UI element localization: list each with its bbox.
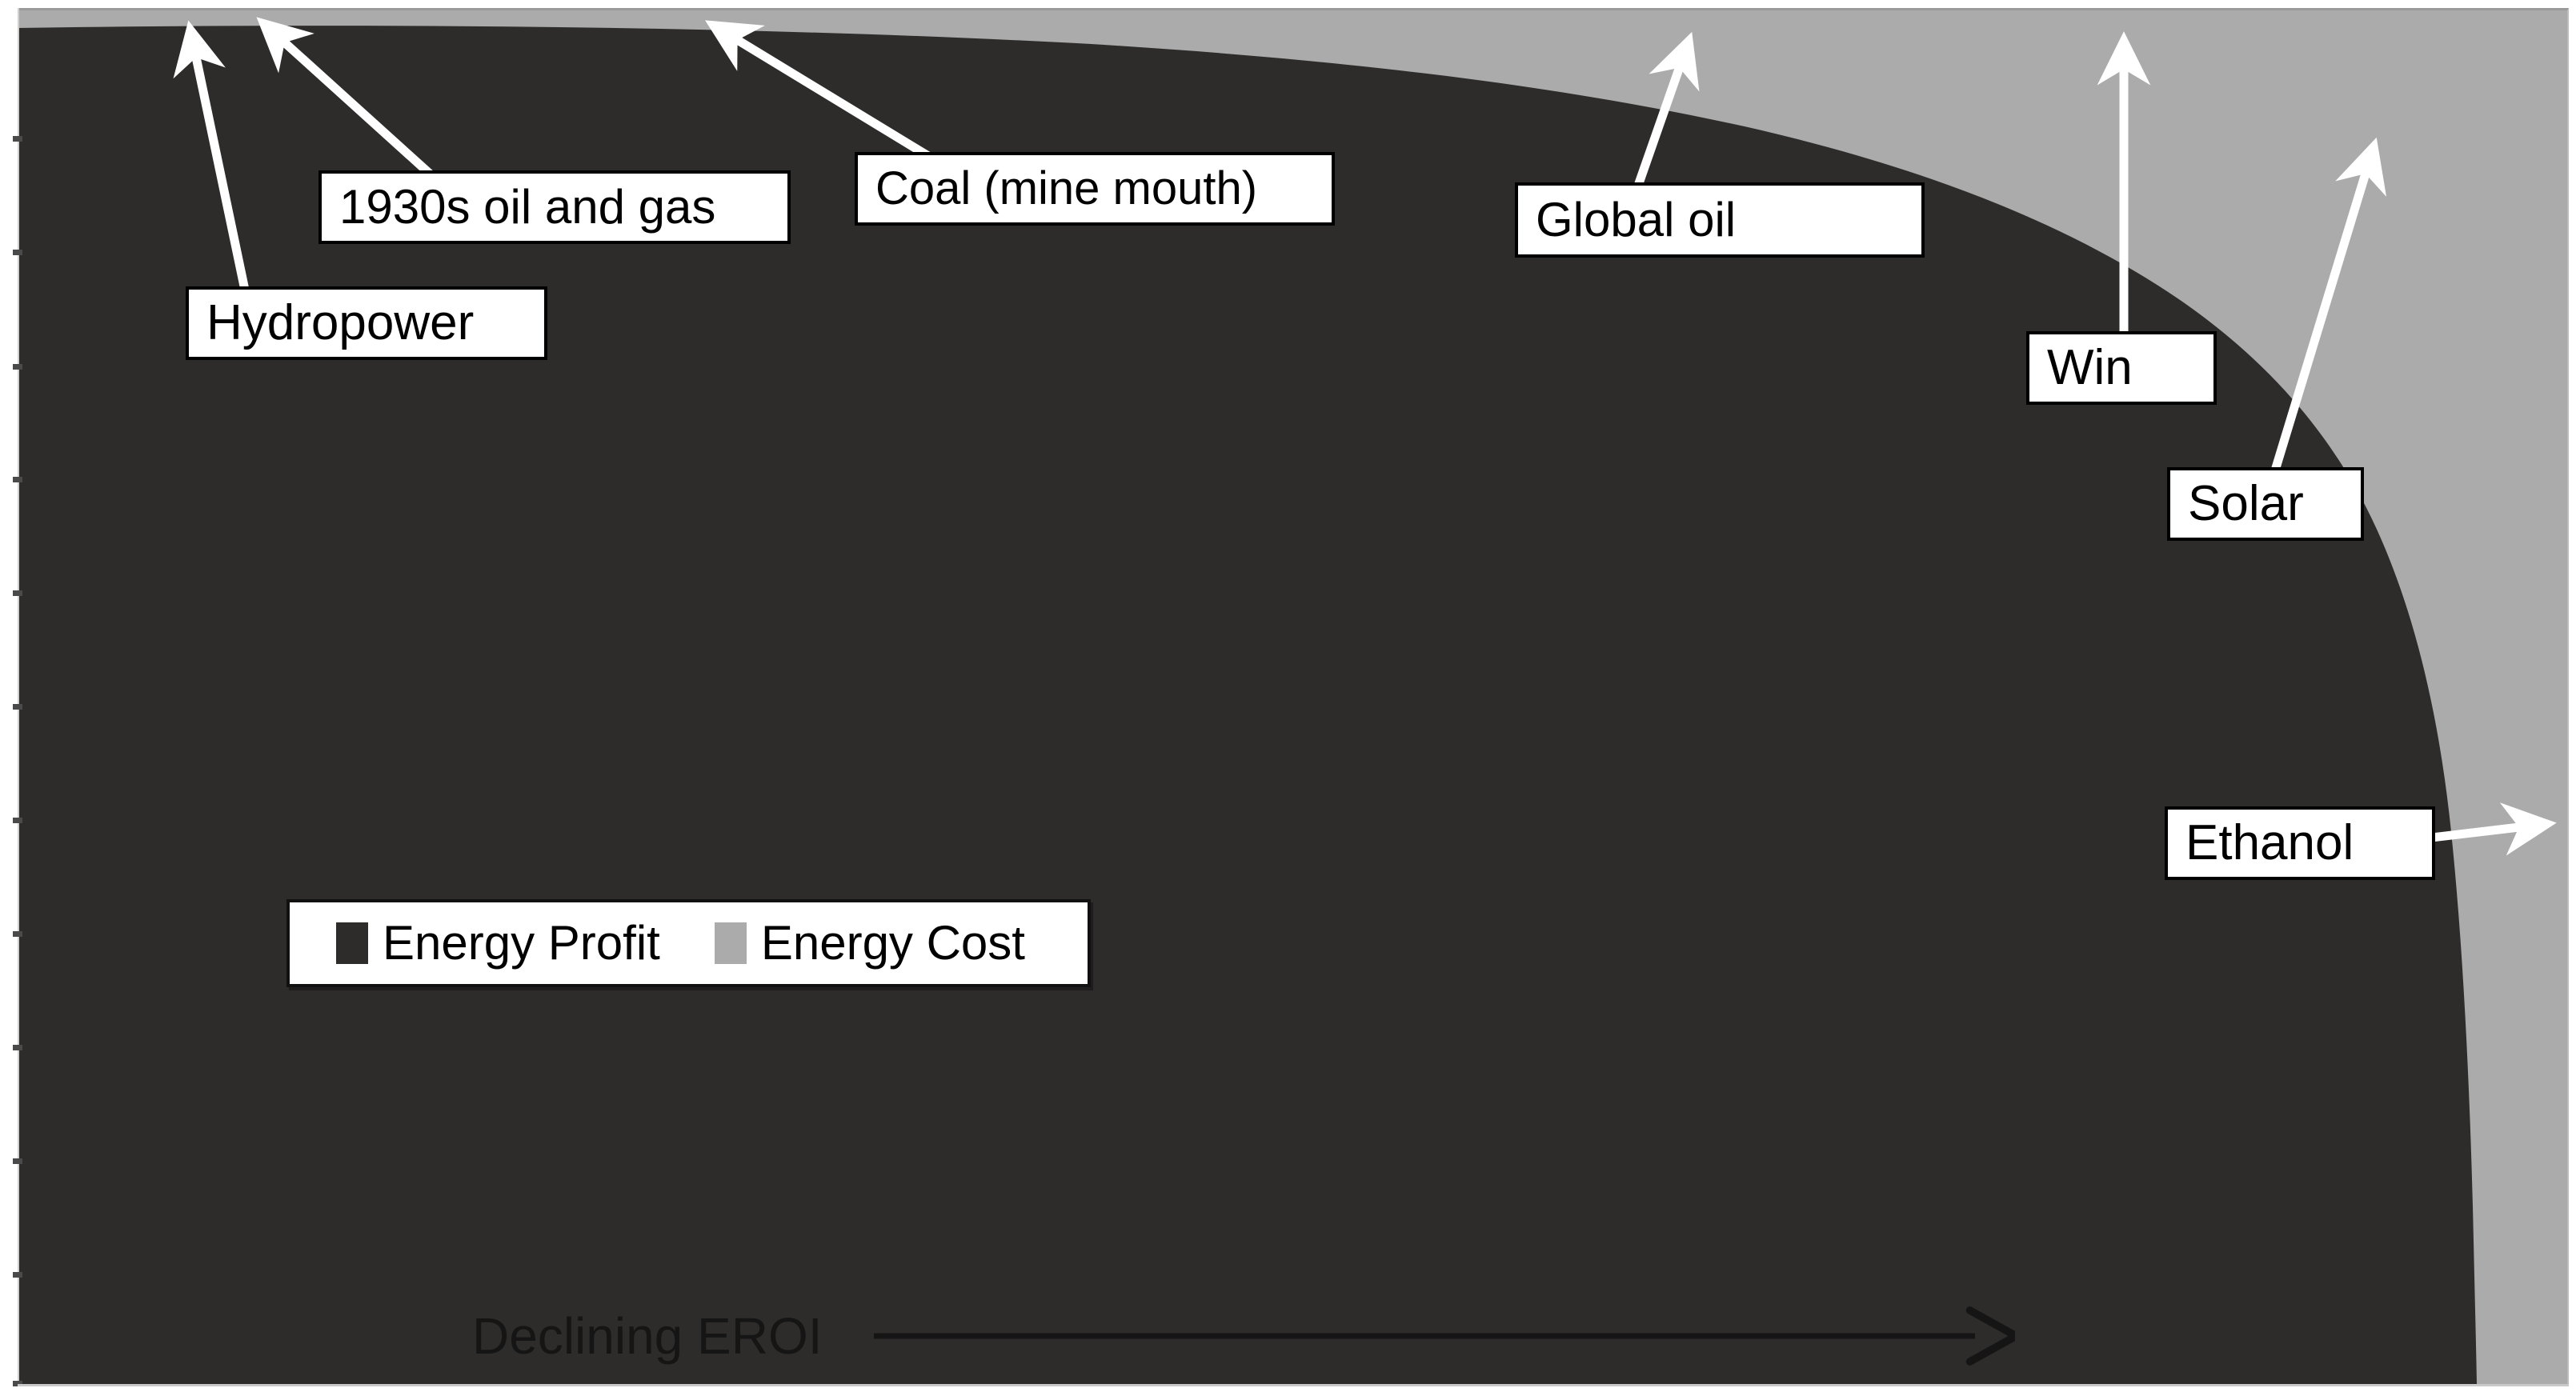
y-axis-tick: [13, 136, 22, 142]
energy-profit-area: [18, 26, 2478, 1386]
callout-coal-mine-mouth[interactable]: Coal (mine mouth): [855, 152, 1335, 226]
plot-area: [18, 8, 2569, 1386]
y-axis-line: [18, 8, 19, 1386]
y-axis-tick: [13, 250, 22, 255]
callout-wind-label: Win: [2047, 340, 2133, 395]
legend-swatch-energy-profit: [336, 922, 368, 964]
callout-global-oil[interactable]: Global oil: [1515, 182, 1925, 258]
callout-solar[interactable]: Solar: [2167, 467, 2364, 541]
callout-ethanol-label: Ethanol: [2185, 815, 2354, 870]
area-chart-svg: [18, 26, 2478, 1386]
y-axis-tick: [13, 590, 22, 596]
y-axis-tick: [13, 1158, 22, 1164]
callout-1930s-oil-and-gas[interactable]: 1930s oil and gas: [318, 170, 791, 244]
callout-1930s-oil-and-gas-label: 1930s oil and gas: [339, 180, 716, 234]
callout-ethanol[interactable]: Ethanol: [2165, 806, 2435, 880]
declining-eroi-annotation: Declining EROI: [472, 1304, 2015, 1368]
callout-hydropower[interactable]: Hydropower: [186, 286, 547, 360]
callout-wind[interactable]: Win: [2026, 331, 2217, 405]
legend-label-energy-cost: Energy Cost: [760, 916, 1025, 970]
y-axis-tick: [13, 931, 22, 937]
y-axis-tick: [13, 818, 22, 823]
legend-item-energy-cost[interactable]: Energy Cost: [714, 916, 1025, 970]
legend-item-energy-profit[interactable]: Energy Profit: [336, 919, 660, 967]
legend-swatch-energy-cost: [714, 922, 747, 964]
declining-eroi-arrow-icon: [873, 1306, 2015, 1366]
y-axis-tick: [13, 1045, 22, 1050]
y-axis-tick: [13, 477, 22, 482]
callout-coal-mine-mouth-label: Coal (mine mouth): [875, 162, 1258, 214]
x-axis-line: [18, 1384, 2569, 1386]
declining-eroi-label: Declining EROI: [472, 1307, 823, 1365]
y-axis-tick: [13, 364, 22, 370]
chart-legend: Energy Profit Energy Cost: [286, 899, 1091, 987]
legend-label-energy-profit: Energy Profit: [383, 916, 660, 970]
y-axis-tick: [13, 1272, 22, 1278]
y-axis-tick: [13, 704, 22, 710]
y-axis-tick: [13, 1381, 22, 1386]
callout-solar-label: Solar: [2188, 476, 2304, 531]
callout-global-oil-label: Global oil: [1536, 193, 1737, 246]
callout-hydropower-label: Hydropower: [206, 295, 475, 350]
